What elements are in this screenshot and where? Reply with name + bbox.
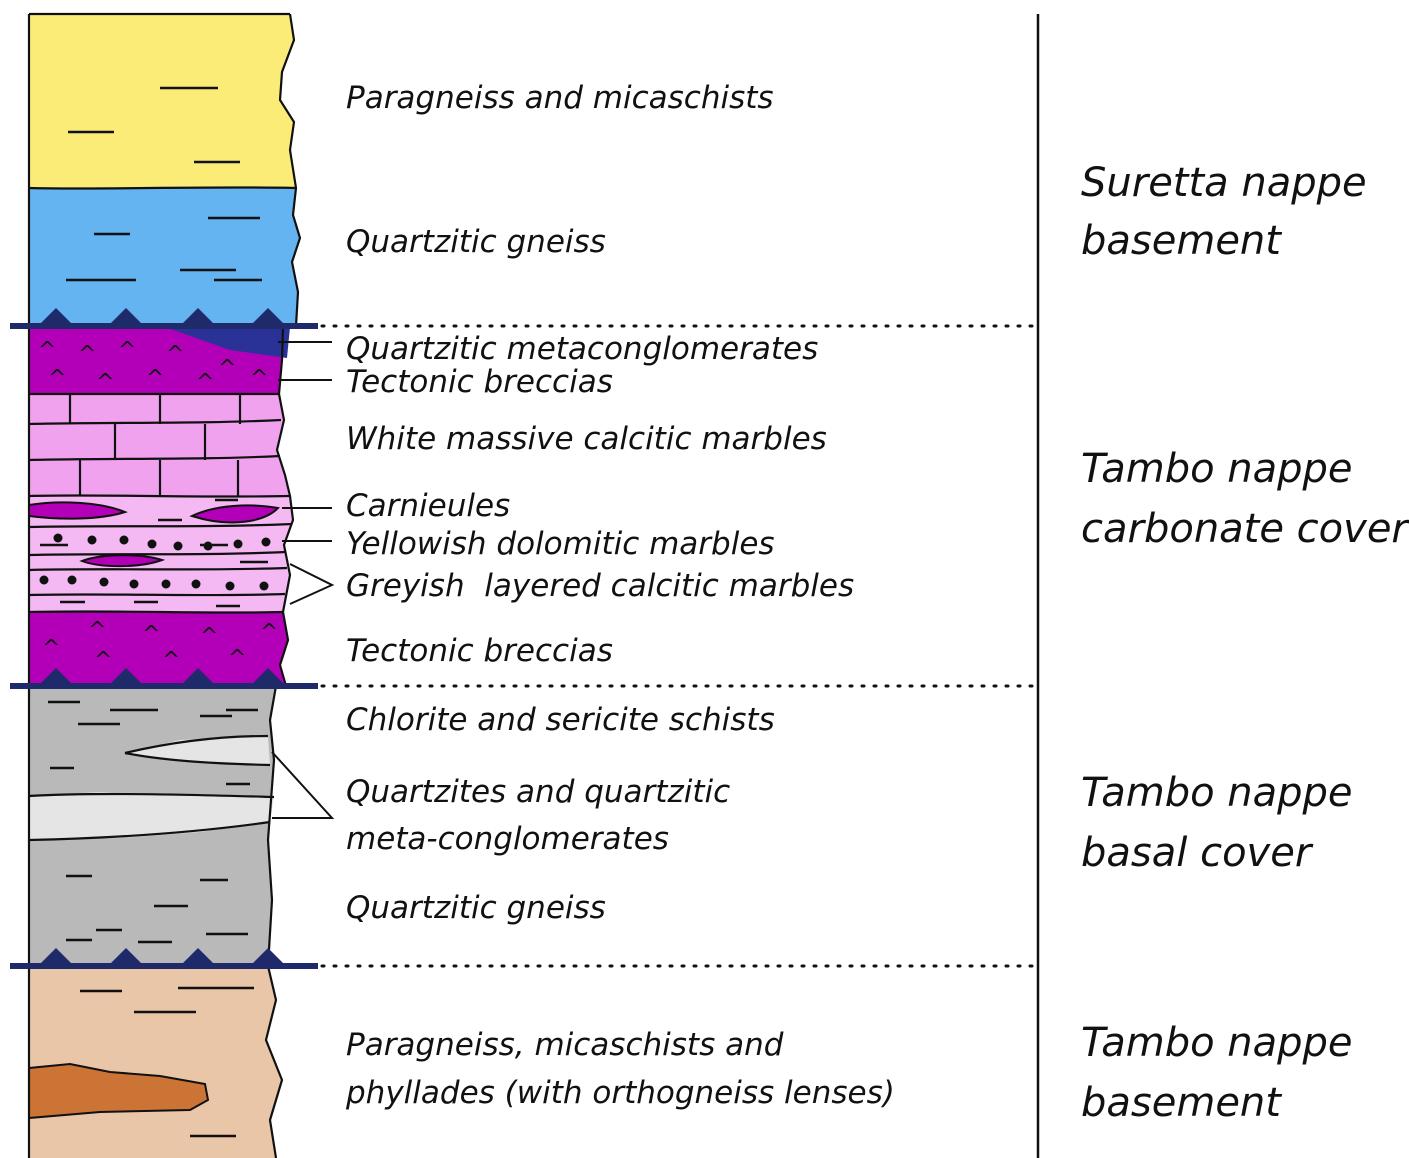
- layer-quartzitic-gneiss-upper: [29, 188, 300, 326]
- layer-tambo-basement: [29, 966, 282, 1158]
- svg-text:^: ^: [146, 366, 164, 391]
- label-greyish-layered-marbles: Greyish layered calcitic marbles: [346, 568, 854, 604]
- label-paragneiss-line2: phyllades (with orthogneiss lenses): [345, 1075, 895, 1111]
- svg-text:^: ^: [42, 636, 60, 661]
- svg-text:^: ^: [94, 648, 112, 673]
- svg-text:^: ^: [228, 646, 246, 671]
- label-quartzitic-gneiss-upper: Quartzitic gneiss: [346, 224, 606, 260]
- label-paragneiss-micaschists: Paragneiss and micaschists: [346, 80, 774, 116]
- svg-text:^: ^: [118, 338, 136, 363]
- label-carnieules: Carnieules: [346, 488, 510, 524]
- svg-text:^: ^: [88, 618, 106, 643]
- unit-suretta-line2: basement: [1081, 218, 1282, 264]
- label-yellowish-dolomitic-marbles: Yellowish dolomitic marbles: [346, 526, 775, 562]
- svg-text:^: ^: [162, 648, 180, 673]
- unit-tambo-carbonate-line2: carbonate cover: [1081, 506, 1409, 552]
- unit-tambo-basement-line2: basement: [1081, 1080, 1282, 1126]
- label-quartzites-line1: Quartzites and quartzitic: [346, 774, 730, 810]
- svg-text:^: ^: [96, 370, 114, 395]
- label-paragneiss-line1: Paragneiss, micaschists and: [346, 1027, 784, 1063]
- svg-text:^: ^: [48, 366, 66, 391]
- svg-text:^: ^: [166, 342, 184, 367]
- svg-text:^: ^: [200, 624, 218, 649]
- label-quartzitic-gneiss-lower: Quartzitic gneiss: [346, 890, 606, 926]
- unit-tambo-basal-line2: basal cover: [1081, 830, 1314, 876]
- unit-tambo-carbonate-line1: Tambo nappe: [1081, 446, 1353, 492]
- label-tectonic-breccias-upper: Tectonic breccias: [346, 364, 613, 400]
- svg-text:^: ^: [260, 620, 278, 645]
- label-quartzitic-metaconglomerates: Quartzitic metaconglomerates: [346, 331, 818, 367]
- svg-text:^: ^: [250, 366, 268, 391]
- svg-text:^: ^: [78, 342, 96, 367]
- label-tectonic-breccias-lower: Tectonic breccias: [346, 633, 613, 669]
- svg-text:^: ^: [38, 338, 56, 363]
- label-quartzites-line2: meta-conglomerates: [346, 821, 669, 857]
- unit-suretta-line1: Suretta nappe: [1081, 160, 1367, 206]
- layer-paragneiss-micaschists: [29, 14, 296, 188]
- label-white-massive-marbles: White massive calcitic marbles: [346, 421, 827, 457]
- svg-text:^: ^: [218, 356, 236, 381]
- svg-text:^: ^: [196, 370, 214, 395]
- unit-tambo-basal-line1: Tambo nappe: [1081, 770, 1353, 816]
- svg-text:^: ^: [142, 622, 160, 647]
- label-chlorite-sericite-schists: Chlorite and sericite schists: [346, 702, 775, 738]
- unit-tambo-basement-line1: Tambo nappe: [1081, 1020, 1353, 1066]
